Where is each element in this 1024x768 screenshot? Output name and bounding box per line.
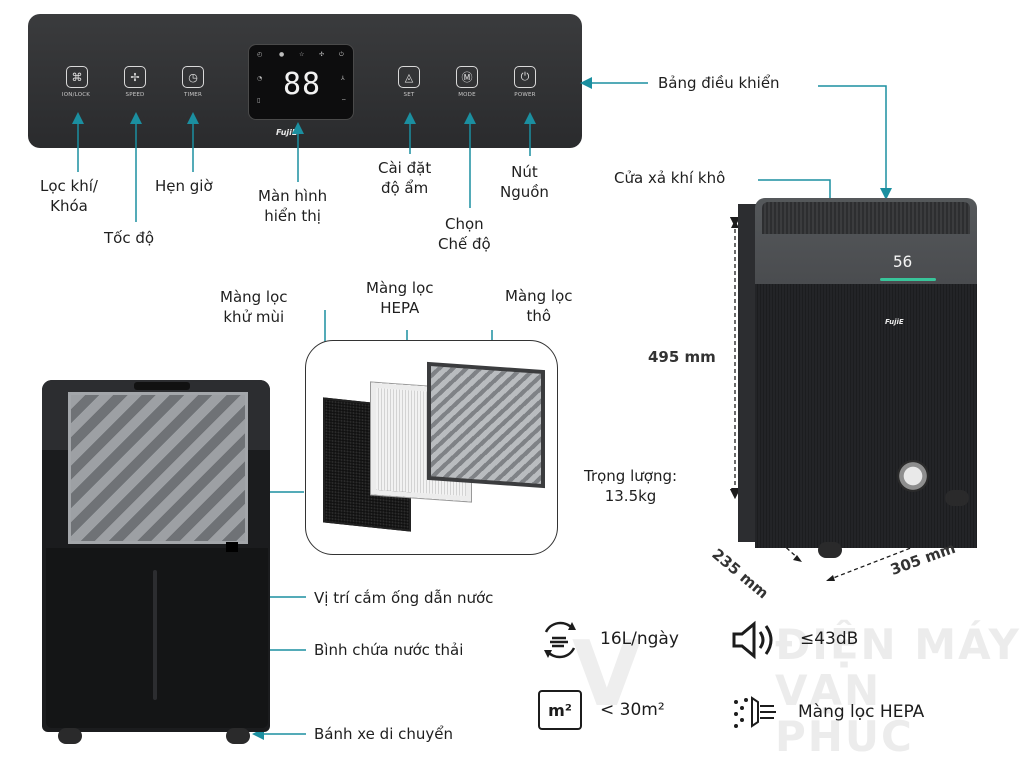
- drain-port: [226, 542, 238, 552]
- watermark-text: ĐIỆN MÁY VẠN PHÚC: [775, 620, 1021, 761]
- coarse-filter-label: Màng lọc thô: [505, 287, 573, 325]
- set-callout: Cài đặt độ ẩm: [378, 159, 432, 197]
- fan-icon: ✢: [130, 70, 140, 84]
- area-text: < 30m²: [600, 700, 665, 720]
- ion-lock-callout: Lọc khí/ Khóa: [40, 177, 98, 215]
- power-callout: Nút Nguồn: [500, 163, 549, 201]
- wheel: [58, 728, 82, 744]
- device-right-display: 56: [893, 252, 913, 271]
- wheel: [226, 728, 250, 744]
- wheels-label: Bánh xe di chuyển: [314, 725, 454, 743]
- device-right-body: [755, 284, 977, 548]
- wifi-icon: ⌔: [341, 98, 347, 105]
- indicator-icon: ◴: [257, 51, 263, 58]
- capacity-icon: [544, 621, 576, 659]
- speaker-icon: [732, 620, 773, 660]
- control-panel: ⌘ ION/LOCK ✢ SPEED ◷ TIMER ◴ ● ☆ ✣ ⏻ ◔ ▯…: [28, 14, 582, 148]
- ion-lock-button[interactable]: ⌘: [66, 66, 88, 88]
- timer-callout: Hẹn giờ: [155, 177, 213, 195]
- height-dimension: 495 mm: [648, 348, 716, 366]
- device-right-foot: [945, 490, 969, 506]
- power-icon: ⏻: [520, 70, 530, 83]
- ion-lock-icon: ⌘: [71, 70, 83, 84]
- exhaust-grill: [762, 202, 970, 234]
- ion-lock-label: ION/LOCK: [61, 92, 91, 98]
- hepa-filter-label: Màng lọc HEPA: [366, 279, 434, 317]
- status-light: [880, 278, 936, 281]
- device-left-filter: [68, 392, 248, 544]
- humidity-set-icon: ◬: [404, 70, 414, 84]
- panel-callout: Bảng điều khiển: [658, 74, 780, 92]
- speed-callout: Tốc độ: [104, 229, 155, 247]
- hepa-filter-icon: [734, 696, 776, 728]
- side-indicator-icon: ◔: [257, 75, 263, 82]
- device-right-brand: FujiE: [885, 318, 904, 326]
- set-button[interactable]: ◬: [398, 66, 420, 88]
- watermark-logo: V: [572, 622, 642, 727]
- device-right-badge: [897, 460, 929, 492]
- tank-label: Bình chứa nước thải: [314, 641, 464, 659]
- display-callout: Màn hình hiển thị: [258, 187, 328, 225]
- exhaust-callout: Cửa xả khí khô: [614, 169, 726, 187]
- filter-text: Màng lọc HEPA: [798, 702, 925, 722]
- weight-label: Trọng lượng: 13.5kg: [584, 467, 678, 505]
- power-button[interactable]: ⏻: [514, 66, 536, 88]
- clock-icon: ◷: [188, 70, 198, 84]
- deodor-filter-label: Màng lọc khử mùi: [220, 288, 288, 326]
- device-left-handle: [134, 382, 190, 390]
- capacity-text: 16L/ngày: [600, 629, 679, 649]
- noise-text: ≤43dB: [800, 629, 859, 649]
- timer-button[interactable]: ◷: [182, 66, 204, 88]
- tank-level-window: [153, 570, 157, 700]
- mode-callout: Chọn Chế độ: [438, 215, 491, 253]
- mode-button[interactable]: Ⓜ: [456, 66, 478, 88]
- power-label: POWER: [514, 92, 536, 98]
- side-indicator-icon: ⅄: [341, 75, 345, 82]
- mode-label: MODE: [458, 92, 476, 98]
- mode-m-icon: Ⓜ: [461, 71, 473, 84]
- brand-logo: FujiE: [276, 128, 298, 137]
- area-icon: m²: [538, 690, 582, 730]
- set-label: SET: [403, 92, 415, 98]
- pipe-position-label: Vị trí cắm ống dẫn nước: [314, 589, 494, 607]
- timer-label: TIMER: [183, 92, 203, 98]
- water-tank: [46, 548, 268, 728]
- coarse-filter: [427, 361, 545, 489]
- device-right-foot: [818, 542, 842, 558]
- side-indicator-icon: ▯: [257, 97, 261, 104]
- star-icon: ☆: [299, 51, 305, 58]
- device-right-side: [738, 204, 758, 542]
- power-small-icon: ⏻: [339, 51, 344, 58]
- speed-button[interactable]: ✢: [124, 66, 146, 88]
- panel-display: ◴ ● ☆ ✣ ⏻ ◔ ▯ ⅄ ⌔ 88: [248, 44, 354, 120]
- speed-label: SPEED: [125, 92, 145, 98]
- fan-small-icon: ✣: [319, 51, 325, 58]
- display-digits: 88: [282, 67, 322, 102]
- droplet-icon: ●: [279, 51, 285, 58]
